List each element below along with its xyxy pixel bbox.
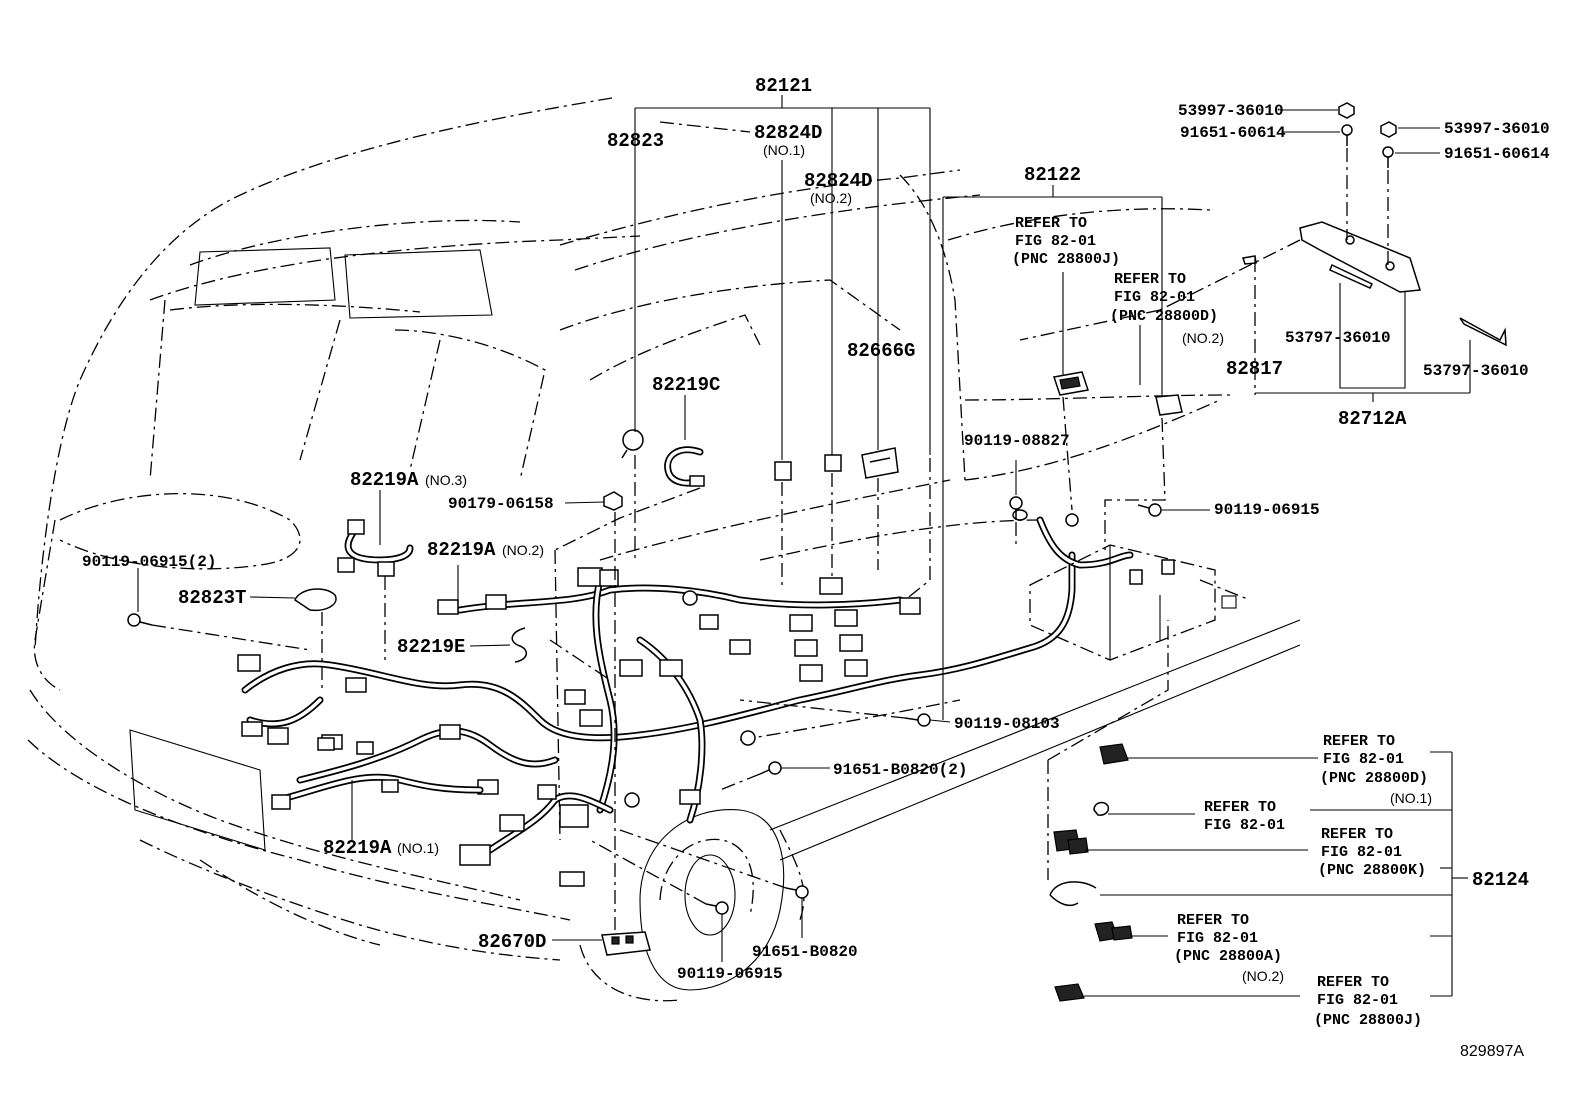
bolt-left [127, 613, 153, 627]
bolt-floor [904, 713, 931, 727]
label-82219c: 82219C [652, 374, 720, 396]
bolt-battery-ground [1009, 496, 1023, 520]
bracket-assembly [1242, 102, 1507, 347]
ref-line: REFER TO [1204, 799, 1276, 816]
label-90119-08827: 90119-08827 [964, 432, 1070, 450]
ref-line: (PNC 28800D) [1110, 308, 1218, 325]
ref-line: (PNC 28800A) [1174, 948, 1282, 965]
label-91651-b0820-2: 91651-B0820(2) [833, 761, 967, 779]
ref-line: REFER TO [1317, 974, 1389, 991]
ref-line: (NO.2) [1242, 968, 1284, 984]
parts-82124 [1049, 743, 1133, 1002]
label-82219a-no3: 82219A [350, 469, 419, 491]
bolt-90119-06915-bottom [705, 901, 729, 915]
label-90179-06158: 90179-06158 [448, 495, 554, 513]
refer-note-28800d-no2: REFER TO FIG 82-01 (PNC 28800D) (NO.2) [1110, 271, 1224, 346]
ref-line: (PNC 28800J) [1314, 1012, 1422, 1029]
label-82122: 82122 [1024, 164, 1081, 186]
refer-note-28800j-top: REFER TO FIG 82-01 (PNC 28800J) [1012, 215, 1120, 268]
label-82824d-no1: 82824D [754, 122, 822, 144]
ref-line: FIG 82-01 [1317, 992, 1398, 1009]
ref-line: FIG 82-01 [1204, 817, 1285, 834]
label-82124: 82124 [1472, 869, 1529, 891]
label-53997-36010-right: 53997-36010 [1444, 120, 1550, 138]
label-91651-60614-right: 91651-60614 [1444, 145, 1550, 163]
label-90119-06915-2: 90119-06915(2) [82, 553, 216, 571]
label-82823: 82823 [607, 130, 664, 152]
ref-line: REFER TO [1177, 912, 1249, 929]
ref-line: REFER TO [1015, 215, 1087, 232]
ref-line: FIG 82-01 [1114, 289, 1195, 306]
label-82121: 82121 [755, 75, 812, 97]
label-no2-b: (NO.2) [502, 542, 544, 558]
label-82666g: 82666G [847, 340, 915, 362]
diagram-code: 829897A [1460, 1043, 1524, 1060]
ref-line: REFER TO [1323, 733, 1395, 750]
label-no1-a: (NO.1) [763, 142, 805, 158]
label-91651-60614-left: 91651-60614 [1180, 124, 1286, 142]
engine-room-wire-harness [237, 446, 1134, 887]
label-82670d: 82670D [478, 931, 546, 953]
bolt-91651-b0820-2 [759, 761, 782, 775]
refer-note-28800d-no1: REFER TO FIG 82-01 (PNC 28800D) (NO.1) [1320, 733, 1432, 806]
part-number-labels: 82121 82823 82824D (NO.1) 82824D (NO.2) … [82, 75, 1550, 1060]
bolt-battery-right [1137, 503, 1162, 517]
label-82219a-no1: 82219A [323, 837, 392, 859]
leader-lines [137, 95, 1471, 997]
label-90119-06915-right: 90119-06915 [1214, 501, 1320, 519]
ref-line: (NO.1) [1390, 790, 1432, 806]
ref-line: FIG 82-01 [1015, 233, 1096, 250]
vehicle-body-outline [27, 97, 1301, 1002]
label-82219e: 82219E [397, 636, 465, 658]
label-82219a-no2: 82219A [427, 539, 496, 561]
ref-line: (PNC 28800K) [1318, 862, 1426, 879]
ref-line: (PNC 28800J) [1012, 251, 1120, 268]
refer-note-28800k: REFER TO FIG 82-01 (PNC 28800K) [1318, 826, 1426, 879]
label-82823t: 82823T [178, 587, 246, 609]
label-53997-36010-left: 53997-36010 [1178, 102, 1284, 120]
label-no1-b: (NO.1) [397, 840, 439, 856]
ref-line: (PNC 28800D) [1320, 770, 1428, 787]
label-no3: (NO.3) [425, 472, 467, 488]
label-82817: 82817 [1226, 358, 1283, 380]
label-82712a: 82712A [1338, 408, 1407, 430]
label-91651-b0820: 91651-B0820 [752, 943, 858, 961]
ref-line: FIG 82-01 [1323, 751, 1404, 768]
label-53797-36010-b: 53797-36010 [1423, 362, 1529, 380]
label-53797-36010-a: 53797-36010 [1285, 329, 1391, 347]
reference-notes: REFER TO FIG 82-01 (PNC 28800J) REFER TO… [1012, 215, 1432, 1029]
label-no2-a: (NO.2) [810, 190, 852, 206]
ref-line: REFER TO [1321, 826, 1393, 843]
battery [1029, 544, 1251, 661]
ref-line: (NO.2) [1182, 330, 1224, 346]
ref-line: FIG 82-01 [1177, 930, 1258, 947]
refer-note-28800a-no2: REFER TO FIG 82-01 (PNC 28800A) (NO.2) [1174, 912, 1284, 984]
ref-line: REFER TO [1114, 271, 1186, 288]
label-90119-08103: 90119-08103 [954, 715, 1060, 733]
bolt-91651-b0820 [785, 885, 809, 899]
refer-note-fig-82-01: REFER TO FIG 82-01 [1204, 799, 1285, 834]
label-90119-06915-bottom: 90119-06915 [677, 965, 783, 983]
refer-note-28800j-bottom: REFER TO FIG 82-01 (PNC 28800J) [1314, 974, 1422, 1029]
small-parts [127, 371, 1183, 956]
label-82824d-no2: 82824D [804, 170, 872, 192]
ref-line: FIG 82-01 [1321, 844, 1402, 861]
